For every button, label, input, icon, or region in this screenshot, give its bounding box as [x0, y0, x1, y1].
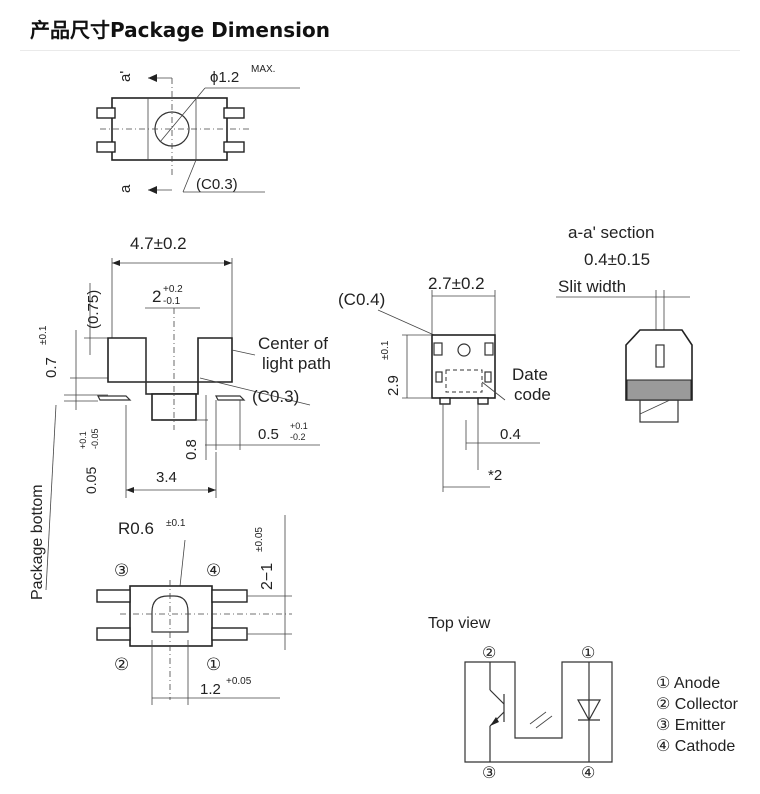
title-divider: [20, 50, 740, 51]
bottom-pin2: ②: [114, 655, 129, 674]
top-lead-right-lower: [223, 141, 245, 153]
slit-width-label: Slit width: [558, 277, 626, 296]
base-offset-label: 0.05: [83, 467, 99, 494]
slit-dimension: 0.4±0.15: [584, 250, 650, 269]
section-title: a-a' section: [568, 223, 654, 242]
side-chamfer-label: (C0.3): [252, 387, 299, 406]
bottom-pin3: ③: [114, 561, 129, 580]
schematic-outline: [464, 661, 613, 763]
bottom-view: R0.6 ±0.1 ③ ④ ② ① 2−1 ±0.05 1.2 +0.05: [96, 515, 292, 705]
package-bottom-label: Package bottom: [29, 484, 46, 600]
center-label-line2: light path: [262, 354, 331, 373]
bottom-body: [129, 585, 213, 647]
section-label-a-prime: a': [117, 71, 134, 82]
top-lead-right-upper: [223, 107, 245, 119]
legend-item-cathode: ④ Cathode: [656, 738, 735, 755]
lead-tol-lower: -0.2: [290, 432, 306, 442]
pitch-label: 3.4: [156, 469, 177, 486]
base-tol-upper: +0.1: [78, 431, 88, 449]
schematic: Top view ② ① ③ ④: [428, 615, 613, 782]
legend-item-collector: ② Collector: [656, 696, 739, 713]
pin-legend: ① Anode ② Collector ③ Emitter ④ Cathode: [656, 675, 739, 755]
side-lead-left: [97, 395, 132, 401]
end-lead-note: *2: [488, 467, 502, 484]
top-view: ϕ1.2 MAX. a' a (C0.3): [96, 64, 300, 194]
bottom-pin4: ④: [206, 561, 221, 580]
thickness-tol: ±0.1: [38, 325, 49, 345]
legend-item-anode: ① Anode: [656, 675, 720, 692]
date-code-box: [445, 369, 483, 393]
top-lead-left-upper: [96, 107, 116, 119]
schematic-pin4: ④: [581, 765, 595, 782]
schematic-title: Top view: [428, 615, 491, 632]
schematic-pin1: ①: [581, 645, 595, 662]
led-diode-symbol: [576, 699, 602, 722]
lens-height-label: 0.8: [183, 439, 200, 460]
pad-dimension: 2−1: [259, 563, 276, 590]
thickness-label: 0.7: [43, 357, 60, 378]
section-view: a-a' section 0.4±0.15 Slit width: [556, 223, 693, 423]
slot-tol-upper: +0.2: [163, 284, 183, 295]
date-label-line1: Date: [512, 365, 548, 384]
bottom-lens: [151, 595, 189, 633]
end-chamfer-label: (C0.4): [338, 290, 385, 309]
schematic-pin3: ③: [482, 765, 496, 782]
radius-tol: ±0.1: [166, 518, 186, 529]
center-label-line1: Center of: [258, 334, 328, 353]
bottom-width-label: 1.2: [200, 681, 221, 698]
base-tol-lower: -0.05: [90, 428, 100, 449]
end-height-label: 2.9: [385, 375, 402, 396]
schematic-pin2: ②: [482, 645, 496, 662]
slot-tol-lower: -0.1: [163, 296, 181, 307]
end-lead-dim: 0.4: [500, 426, 521, 443]
bottom-width-tol: +0.05: [226, 676, 252, 687]
lead-tol-upper: +0.1: [290, 421, 308, 431]
legend-item-emitter: ③ Emitter: [656, 717, 726, 734]
radius-label: R0.6: [118, 519, 154, 538]
top-diameter-sup: MAX.: [251, 64, 275, 75]
side-housing: [107, 337, 233, 395]
slot-dim-label: 2: [152, 287, 161, 306]
end-view: (C0.4) 2.7±0.2 2.9 ±0.1 Date code 0.4 *2: [338, 274, 551, 492]
top-chamfer-label: (C0.3): [196, 176, 238, 193]
end-width-label: 2.7±0.2: [428, 274, 485, 293]
height-ref-label: (0.75): [85, 290, 102, 329]
side-lead-right: [215, 395, 246, 401]
side-view: 4.7±0.2 2 +0.2 -0.1 (0.75) 0.7 ±0.1 0.05…: [29, 234, 331, 600]
top-diameter-label: ϕ1.2: [210, 69, 239, 86]
date-label-line2: code: [514, 385, 551, 404]
bottom-pin1: ①: [206, 655, 221, 674]
side-width-label: 4.7±0.2: [130, 234, 187, 253]
section-arrow-lower: [148, 186, 157, 194]
section-arrow-upper: [148, 74, 157, 82]
page-title: 产品尺寸Package Dimension: [30, 18, 330, 42]
section-label-a: a: [117, 184, 134, 193]
top-lead-left-lower: [96, 141, 116, 153]
lead-width-label: 0.5: [258, 426, 279, 443]
pad-tol: ±0.05: [254, 527, 265, 552]
section-hatch: [626, 379, 692, 401]
end-height-tol: ±0.1: [380, 340, 391, 360]
end-aperture: [457, 343, 471, 357]
transistor-emitter-arrow: [490, 717, 499, 726]
